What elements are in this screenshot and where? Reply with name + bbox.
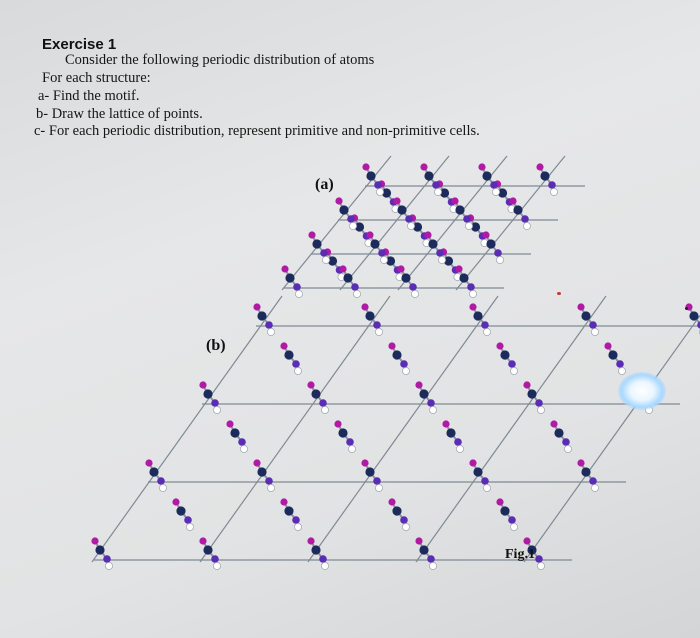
molecule-icon	[451, 197, 473, 230]
molecule-icon	[685, 303, 700, 335]
molecule-icon	[397, 265, 419, 298]
molecule-icon	[253, 303, 275, 336]
molecule-icon	[362, 163, 384, 196]
lattice-diagonal-line	[415, 295, 607, 563]
dust-speck	[557, 292, 561, 295]
molecule-icon	[604, 342, 626, 375]
dust-speck	[685, 307, 688, 310]
lattice-diagonal-line	[91, 295, 283, 563]
molecule-icon	[199, 537, 221, 570]
task-b: b- Draw the lattice of points.	[36, 106, 203, 122]
molecule-icon	[393, 197, 415, 230]
lattice-diagonal-line	[199, 295, 391, 563]
molecule-icon	[523, 381, 545, 414]
exercise-subheading: For each structure:	[42, 70, 151, 86]
lattice-diagonal-line	[307, 295, 499, 563]
molecule-icon	[550, 420, 572, 453]
molecule-icon	[388, 498, 410, 531]
lattice-b-lines	[91, 295, 700, 563]
exercise-intro: Consider the following periodic distribu…	[65, 52, 375, 68]
molecule-icon	[420, 163, 442, 196]
molecule-icon	[482, 231, 504, 264]
molecule-icon	[334, 420, 356, 453]
molecule-icon	[536, 163, 558, 196]
molecule-icon	[577, 303, 599, 336]
molecule-icon	[280, 498, 302, 531]
lattice-a-molecules	[281, 163, 558, 298]
molecule-icon	[307, 537, 329, 570]
molecule-icon	[339, 265, 361, 298]
molecule-icon	[455, 265, 477, 298]
exercise-title: Exercise 1	[42, 36, 117, 53]
molecule-icon	[496, 498, 518, 531]
molecule-icon	[253, 459, 275, 492]
molecule-icon	[280, 342, 302, 375]
molecule-icon	[424, 231, 446, 264]
molecule-icon	[145, 459, 167, 492]
molecule-icon	[381, 248, 404, 281]
molecule-icon	[509, 197, 531, 230]
figure-caption: Fig.1	[505, 547, 535, 562]
molecule-icon	[442, 420, 464, 453]
task-c: c- For each periodic distribution, repre…	[34, 123, 480, 139]
molecule-icon	[172, 498, 194, 531]
molecule-icon	[415, 537, 437, 570]
molecule-icon	[523, 537, 545, 570]
molecule-icon	[469, 303, 491, 336]
molecule-icon	[388, 342, 410, 375]
task-a: a- Find the motif.	[38, 88, 140, 104]
molecule-icon	[361, 459, 383, 492]
molecule-icon	[361, 303, 383, 336]
molecule-icon	[577, 459, 599, 492]
molecule-icon	[199, 381, 221, 414]
flash-glare	[618, 372, 666, 410]
molecule-icon	[469, 459, 491, 492]
lattice-b-molecules	[91, 303, 700, 570]
molecule-icon	[281, 265, 303, 298]
lattice-diagonal-line	[523, 314, 700, 563]
molecule-icon	[435, 180, 458, 213]
molecule-icon	[335, 197, 357, 230]
structure-b-label: (b)	[206, 337, 226, 354]
molecule-icon	[308, 231, 330, 264]
molecule-icon	[307, 381, 329, 414]
molecule-icon	[478, 163, 500, 196]
structure-a-label: (a)	[315, 176, 334, 193]
molecule-icon	[415, 381, 437, 414]
molecule-icon	[91, 537, 113, 570]
molecule-icon	[366, 231, 388, 264]
molecule-icon	[226, 420, 248, 453]
molecule-icon	[496, 342, 518, 375]
